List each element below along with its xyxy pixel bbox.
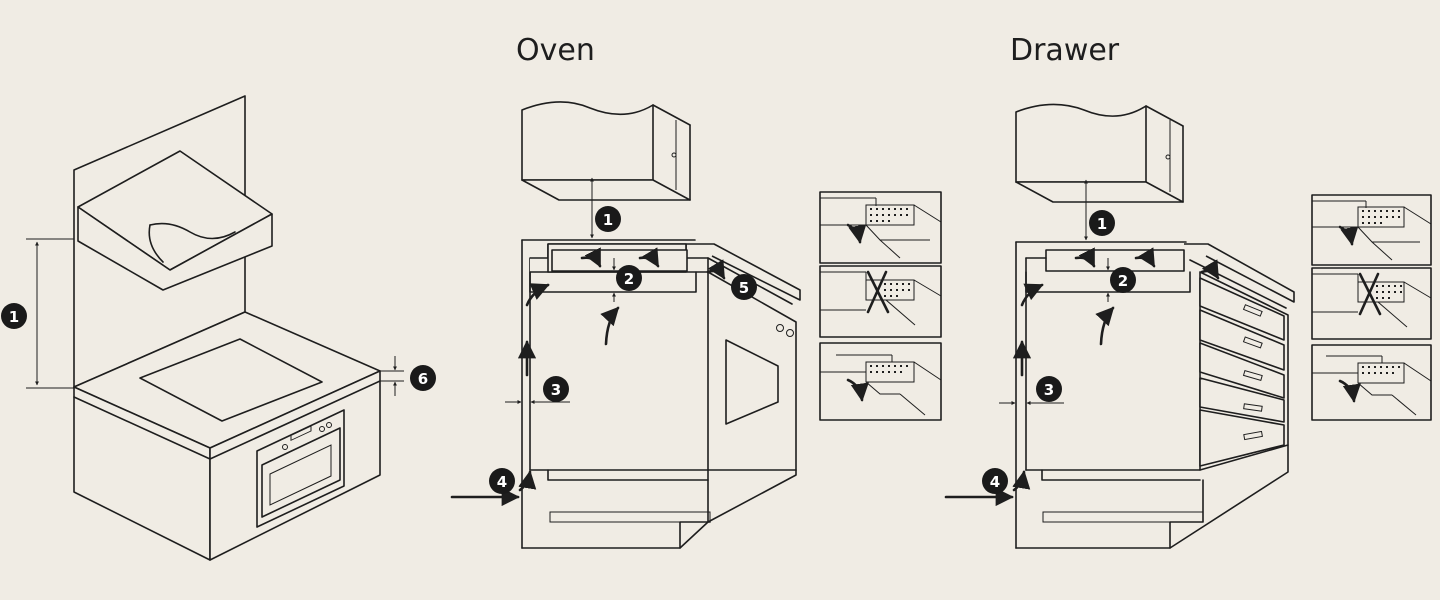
dimension-6-thickness bbox=[380, 356, 404, 396]
svg-text:3: 3 bbox=[551, 381, 561, 399]
marker-3-drawer: 3 bbox=[1036, 376, 1062, 402]
cooktop-surface bbox=[139, 338, 323, 422]
svg-text:2: 2 bbox=[624, 270, 634, 288]
drawer-section: 1 bbox=[944, 103, 1295, 549]
marker-2-drawer: 2 bbox=[1110, 267, 1136, 293]
drawer-detail-correct-2 bbox=[1311, 344, 1432, 421]
oven-title: Oven bbox=[516, 33, 595, 68]
marker-4-drawer: 4 bbox=[982, 468, 1008, 494]
svg-text:1: 1 bbox=[1097, 215, 1107, 233]
svg-text:5: 5 bbox=[739, 279, 749, 297]
drawer-detail-wrong bbox=[1311, 267, 1432, 340]
marker-1-left: 1 bbox=[1, 303, 27, 329]
drawer-wall-cabinet bbox=[1015, 103, 1184, 203]
freestanding-range bbox=[707, 271, 797, 523]
marker-2-oven: 2 bbox=[616, 265, 642, 291]
drawer-detail-panels bbox=[1311, 194, 1432, 421]
drawer-stack bbox=[1199, 271, 1289, 471]
svg-text:2: 2 bbox=[1118, 272, 1128, 290]
svg-text:4: 4 bbox=[990, 473, 1000, 491]
oven-wall-cabinet bbox=[521, 101, 691, 201]
marker-4-oven: 4 bbox=[489, 468, 515, 494]
built-in-oven bbox=[256, 409, 345, 528]
oven-section: 1 bbox=[450, 101, 801, 549]
cooktop-cabinet bbox=[73, 311, 381, 561]
drawer-detail-correct-1 bbox=[1311, 194, 1432, 266]
marker-1-oven: 1 bbox=[595, 206, 621, 232]
svg-text:4: 4 bbox=[497, 473, 507, 491]
range-hood bbox=[77, 150, 273, 291]
oven-detail-correct-1 bbox=[819, 191, 942, 264]
marker-1-drawer: 1 bbox=[1089, 210, 1115, 236]
dimension-1-height bbox=[26, 238, 74, 389]
oven-detail-panels bbox=[819, 191, 942, 421]
marker-3-oven: 3 bbox=[543, 376, 569, 402]
svg-text:6: 6 bbox=[418, 370, 428, 388]
oven-detail-wrong bbox=[819, 265, 942, 338]
drawer-title: Drawer bbox=[1010, 33, 1120, 68]
oven-detail-correct-2 bbox=[819, 342, 942, 421]
marker-6: 6 bbox=[410, 365, 436, 391]
isometric-kitchen: 1 6 bbox=[1, 95, 436, 561]
svg-text:1: 1 bbox=[603, 211, 613, 229]
marker-5: 5 bbox=[731, 274, 757, 300]
svg-text:3: 3 bbox=[1044, 381, 1054, 399]
svg-text:1: 1 bbox=[9, 308, 19, 326]
